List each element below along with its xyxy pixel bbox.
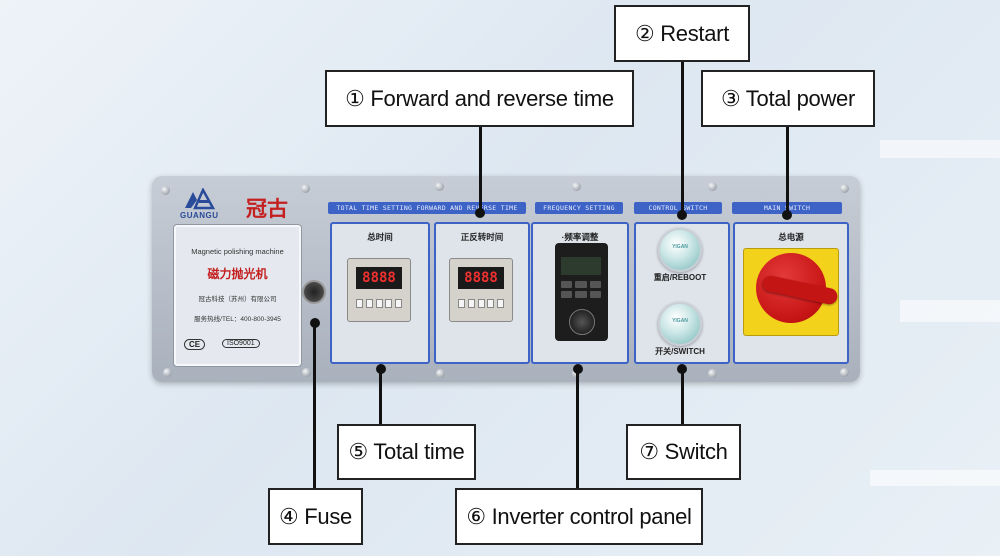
reboot-label: 重启/REBOOT: [653, 273, 707, 282]
callout-total-time: ⑤ Total time: [337, 424, 476, 480]
service-hotline: 服务热线/TEL：400-800-3945: [194, 316, 281, 323]
screw-icon: [163, 368, 172, 377]
reboot-button[interactable]: YIGAN: [658, 228, 702, 272]
inverter-control-panel[interactable]: [555, 243, 608, 341]
ce-mark: CE: [184, 339, 206, 350]
fuse-holder[interactable]: [302, 280, 326, 304]
switch-label: 开关/SWITCH: [655, 347, 705, 356]
callout-total-power: ③ Total power: [701, 70, 875, 127]
screw-icon: [436, 369, 445, 378]
callout-restart: ② Restart: [614, 5, 750, 62]
background-stripe: [880, 140, 1000, 158]
frequency-setting-strip: FREQUENCY SETTING: [535, 202, 623, 214]
background-stripe: [900, 300, 1000, 322]
connector-dot: [677, 210, 687, 220]
screw-icon: [435, 182, 444, 191]
switch-button-tag: YIGAN: [672, 318, 688, 324]
forward-reverse-time-box: 正反转时间 8888: [434, 222, 530, 364]
brand-logo-icon: [185, 188, 216, 210]
screw-icon: [708, 369, 717, 378]
callout-forward-reverse-time: ① Forward and reverse time: [325, 70, 634, 127]
connector-line: [313, 322, 316, 488]
reboot-button-tag: YIGAN: [672, 244, 688, 250]
iso-mark: ISO9001: [222, 339, 260, 348]
forward-reverse-title: 正反转时间: [460, 232, 504, 242]
connector-line: [681, 368, 684, 424]
total-time-timer[interactable]: 8888: [347, 258, 411, 322]
brand-name-en: GUANGU: [180, 211, 219, 220]
connector-line: [576, 368, 579, 488]
time-setting-strip: TOTAL TIME SETTING FORWARD AND REVERSE T…: [328, 202, 526, 214]
screw-icon: [302, 368, 311, 377]
machine-name-cn: 磁力抛光机: [207, 267, 268, 281]
connector-dot: [782, 210, 792, 220]
switch-button[interactable]: YIGAN: [658, 302, 702, 346]
timer-keys[interactable]: [356, 299, 402, 309]
inverter-buttons[interactable]: [561, 281, 601, 298]
forward-reverse-timer[interactable]: 8888: [449, 258, 513, 322]
connector-line: [379, 368, 382, 424]
screw-icon: [840, 184, 849, 193]
background-stripe: [870, 470, 1000, 486]
connector-line: [479, 124, 482, 212]
total-time-display: 8888: [356, 267, 402, 289]
connector-line: [786, 124, 789, 214]
total-time-box: 总时间 8888: [330, 222, 430, 364]
control-switch-strip: CONTROL SWITCH: [634, 202, 722, 214]
machine-name-en: Magnetic polishing machine: [191, 247, 284, 256]
brand-name-cn: 冠古: [246, 196, 288, 221]
inverter-screen: [561, 257, 601, 275]
total-time-title: 总时间: [367, 232, 393, 242]
inverter-knob-icon[interactable]: [569, 309, 595, 335]
timer-keys[interactable]: [458, 299, 504, 309]
screw-icon: [840, 368, 849, 377]
connector-dot: [475, 208, 485, 218]
callout-switch: ⑦ Switch: [626, 424, 741, 480]
callout-inverter-control-panel: ⑥ Inverter control panel: [455, 488, 703, 545]
machine-nameplate: Magnetic polishing machine 磁力抛光机 冠古科技（苏州…: [174, 225, 301, 366]
main-switch-title: 总电源: [778, 232, 804, 242]
callout-fuse: ④ Fuse: [268, 488, 363, 545]
company-name: 冠古科技（苏州）有限公司: [198, 296, 277, 303]
frequency-title: ·频率调整: [561, 232, 599, 242]
screw-icon: [301, 184, 310, 193]
screw-icon: [161, 186, 170, 195]
forward-reverse-display: 8888: [458, 267, 504, 289]
connector-line: [681, 60, 684, 212]
screw-icon: [572, 182, 581, 191]
screw-icon: [708, 182, 717, 191]
